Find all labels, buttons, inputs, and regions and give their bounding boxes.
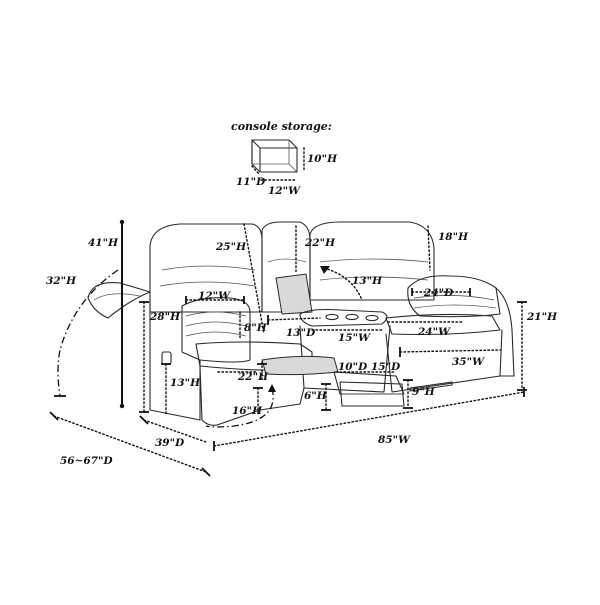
- back-height-label: 25"H: [215, 241, 247, 253]
- footrest-length-label: 22"H: [237, 371, 269, 383]
- recline-handle-icon: [161, 351, 172, 365]
- sofa-depth-label: 39"D: [155, 437, 185, 449]
- reclined-depth-line: [53, 415, 207, 473]
- console-storage-box-icon: [251, 139, 298, 173]
- cupholder-right-icon: [365, 314, 379, 322]
- seat-width-right-label: 24"W: [417, 326, 451, 338]
- cupholder-middle-icon: [345, 313, 359, 321]
- seat-height-label: 13"H: [170, 377, 201, 389]
- arm-width-label: 12"W: [198, 290, 231, 302]
- right-back-cushion: [309, 221, 435, 301]
- console-back-height-label: 22"H: [304, 237, 336, 249]
- back-height-line: [243, 223, 265, 335]
- right-arm-side: [495, 287, 515, 377]
- overall-width-label: 85"W: [378, 434, 411, 446]
- footrest-height-label: 16"H: [232, 405, 263, 417]
- seat-depth-left-line: [267, 317, 321, 321]
- seat-depth-left-label: 13"D: [286, 327, 316, 339]
- footrest-depth-b-label: 15"D: [371, 361, 401, 373]
- console-storage-title: console storage:: [231, 120, 332, 133]
- reclined-back-height-label: 32"H: [46, 275, 77, 287]
- console-height-label: 10"H: [307, 153, 338, 165]
- console-depth-line: [251, 165, 260, 175]
- back-width-right-label: 24"D: [423, 287, 454, 299]
- reclined-back-arc: [57, 269, 119, 397]
- reclined-headrest-ghost: [87, 282, 151, 319]
- console-opening-height-label: 13"H: [352, 275, 383, 287]
- headrest-height-line: [427, 225, 431, 271]
- footrest-swing-arc: [205, 387, 274, 428]
- left-arm: [181, 297, 251, 363]
- right-arm: [407, 275, 501, 318]
- overall-width-line: [213, 391, 525, 447]
- footrest-depth-a-label: 10"D: [338, 361, 368, 373]
- cupholder-left-icon: [325, 313, 339, 321]
- sofa-depth-line: [143, 419, 207, 443]
- headrest-height-label: 18"H: [438, 231, 469, 243]
- right-handle-icon: [409, 381, 453, 392]
- seat-width-total-line: [399, 349, 501, 353]
- side-height-right-label: 21"H: [526, 311, 558, 323]
- arm-height-label: 28"H: [149, 311, 181, 323]
- dimension-lines: 41"H 32"H 25"H 22"H 18"H 13"H 12"W 28"H …: [46, 219, 558, 477]
- seat-width-total-label: 35"W: [452, 356, 485, 368]
- right-seat-cushion: [385, 313, 501, 336]
- footrest-front-height-label: 9"H: [412, 386, 436, 398]
- console-tray: [299, 308, 388, 327]
- footrest-gap-height-label: 6"H: [304, 390, 328, 402]
- cupholder-width-label: 15"W: [338, 332, 371, 344]
- console-storage-opening: [275, 273, 313, 315]
- console-width-label: 12"W: [268, 185, 301, 197]
- overall-height-label: 41"H: [88, 237, 119, 249]
- footrest-panel: [261, 355, 339, 376]
- sofa-outline: [87, 221, 515, 426]
- console-opening-line: [323, 267, 363, 301]
- console-depth-label: 11"D: [236, 176, 266, 188]
- reclined-depth-label: 56~67"D: [60, 455, 113, 467]
- console-storage-inset: console storage: 10"H 11"D 12"W: [231, 120, 338, 197]
- arm-pad-height-label: 8"H: [244, 322, 268, 334]
- left-arm-side: [149, 299, 201, 421]
